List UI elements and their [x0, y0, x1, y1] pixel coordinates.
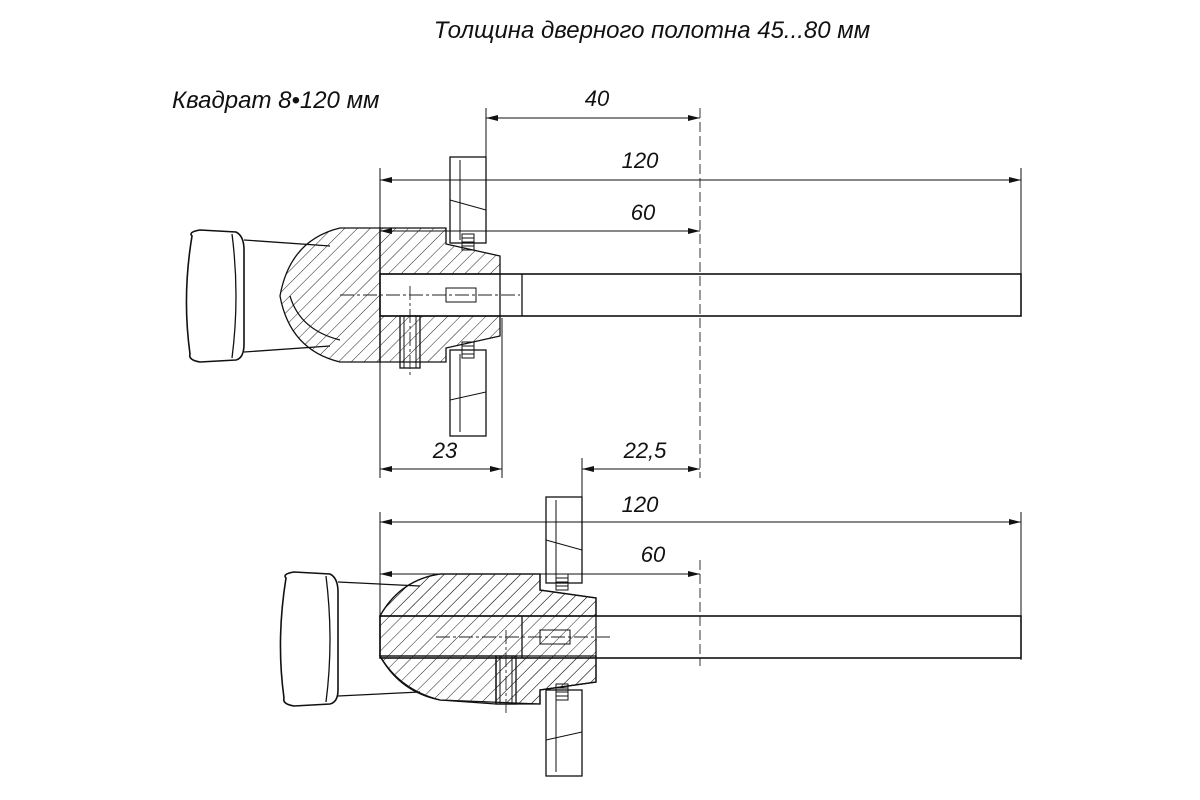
dim-22-5-label: 22,5 — [623, 438, 668, 463]
rosette-plate-bottom — [545, 496, 583, 777]
dim-60-top-label: 60 — [631, 200, 656, 225]
spindle-label: Квадрат 8•120 мм — [172, 87, 379, 114]
dim-120-bottom-label: 120 — [622, 492, 659, 517]
spindle-square-top — [340, 273, 1022, 317]
rosette-plate-top — [449, 156, 487, 437]
dim-120-top-label: 120 — [622, 148, 659, 173]
top-assembly: 40 120 60 23 22,5 — [185, 86, 1022, 478]
drawing-title: Толщина дверного полотна 45...80 мм — [434, 17, 870, 44]
dim-23-label: 23 — [432, 438, 458, 463]
handle-grip-bottom — [279, 571, 421, 707]
dim-60-bottom-label: 60 — [641, 542, 666, 567]
dim-40-label: 40 — [585, 86, 610, 111]
handle-body-section-top — [279, 227, 381, 363]
bottom-assembly: 120 60 — [279, 458, 1022, 777]
spindle-square-bottom — [379, 615, 1022, 659]
set-screw-bottom — [495, 630, 517, 716]
